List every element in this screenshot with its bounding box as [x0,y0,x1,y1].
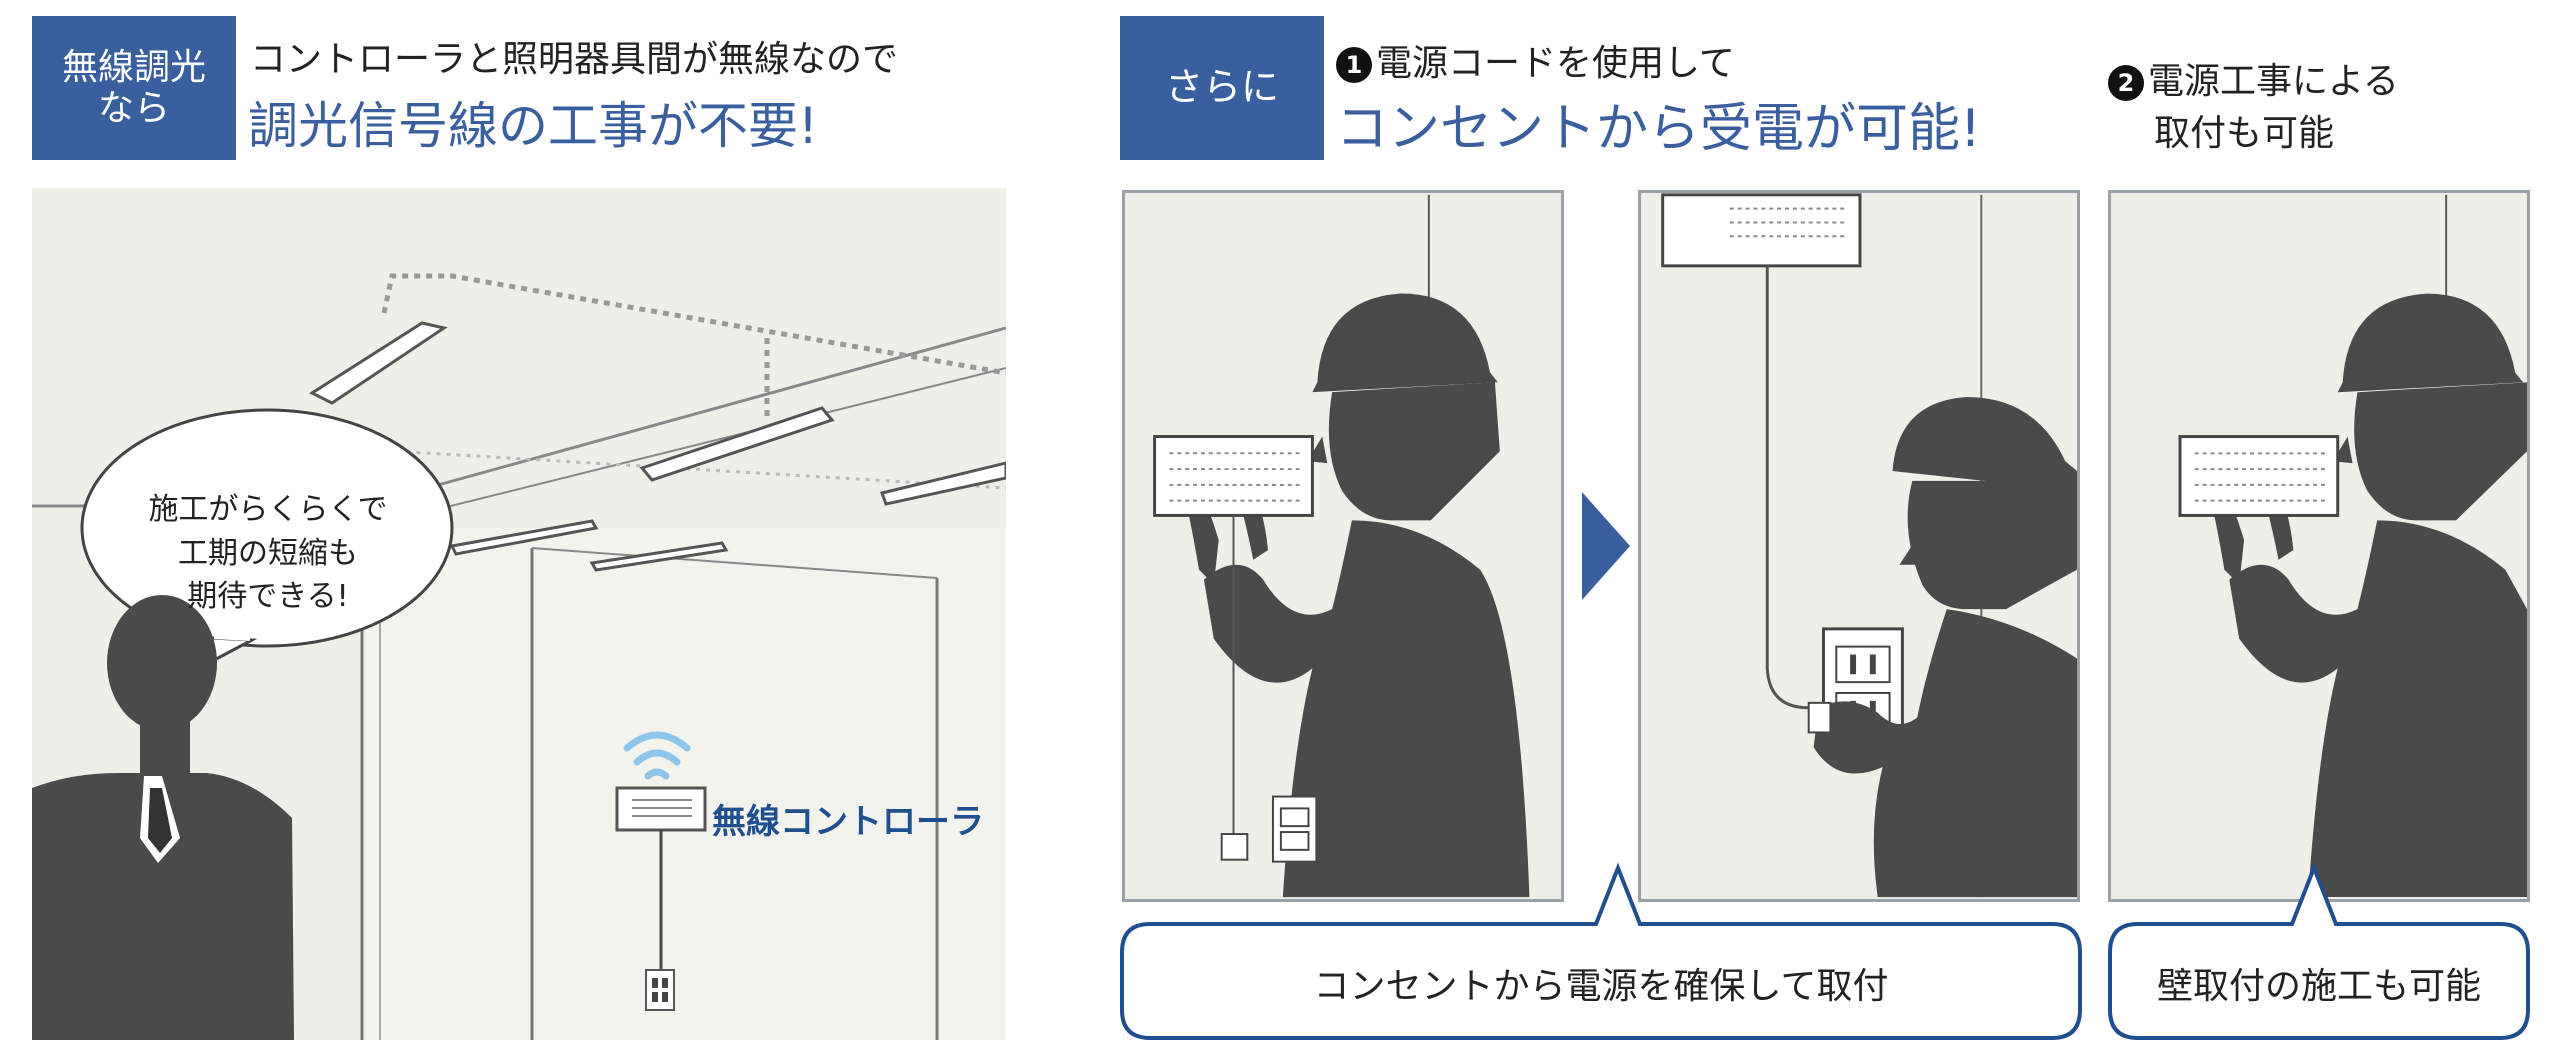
office-ceiling-illustration [32,188,1006,1040]
option-1-headline: コンセントから受電が可能! [1336,99,1981,159]
wireless-controller-label: 無線コントローラ [712,802,984,842]
badge-line-2: なら [97,88,170,129]
left-headline: 調光信号線の工事が不要! [248,97,819,155]
bubble-line-1: 施工がらくらくで [148,492,388,527]
badge-line-1: 無線調光 [61,46,206,88]
wireless-dimming-badge: 無線調光 なら [32,16,236,160]
speech-bubble-text: 施工がらくらくで 工期の短縮も 期待できる! [134,488,402,619]
number-2-icon: 2 [2108,65,2144,101]
number-1-icon: 1 [1336,47,1372,83]
callout-outlet-text: コンセントから電源を確保して取付 [1313,966,1889,1007]
callout-wall-text: 壁取付の施工も可能 [2156,966,2481,1007]
left-lead-text: コントローラと照明器具間が無線なので [250,39,899,80]
arrow-right-icon [1582,492,1630,600]
worker-wall-mount-illustration [2108,190,2530,902]
callout-box-wall [2108,862,2530,1040]
option-2-line-2: 取付も可能 [2154,113,2335,154]
bubble-line-2: 工期の短縮も [178,535,358,571]
furthermore-badge: さらに [1120,16,1324,160]
wifi-signal-icon [623,731,691,780]
callout-box-outlet [1120,862,2082,1040]
option-2-line-1-text: 電源工事による [2148,61,2399,102]
worker-plugging-into-outlet-illustration [1638,190,2080,902]
worker-holding-controller-illustration [1122,190,1564,902]
option-1-lead-text: 電源コードを使用して [1376,43,1735,84]
bubble-line-3: 期待できる! [187,579,349,614]
